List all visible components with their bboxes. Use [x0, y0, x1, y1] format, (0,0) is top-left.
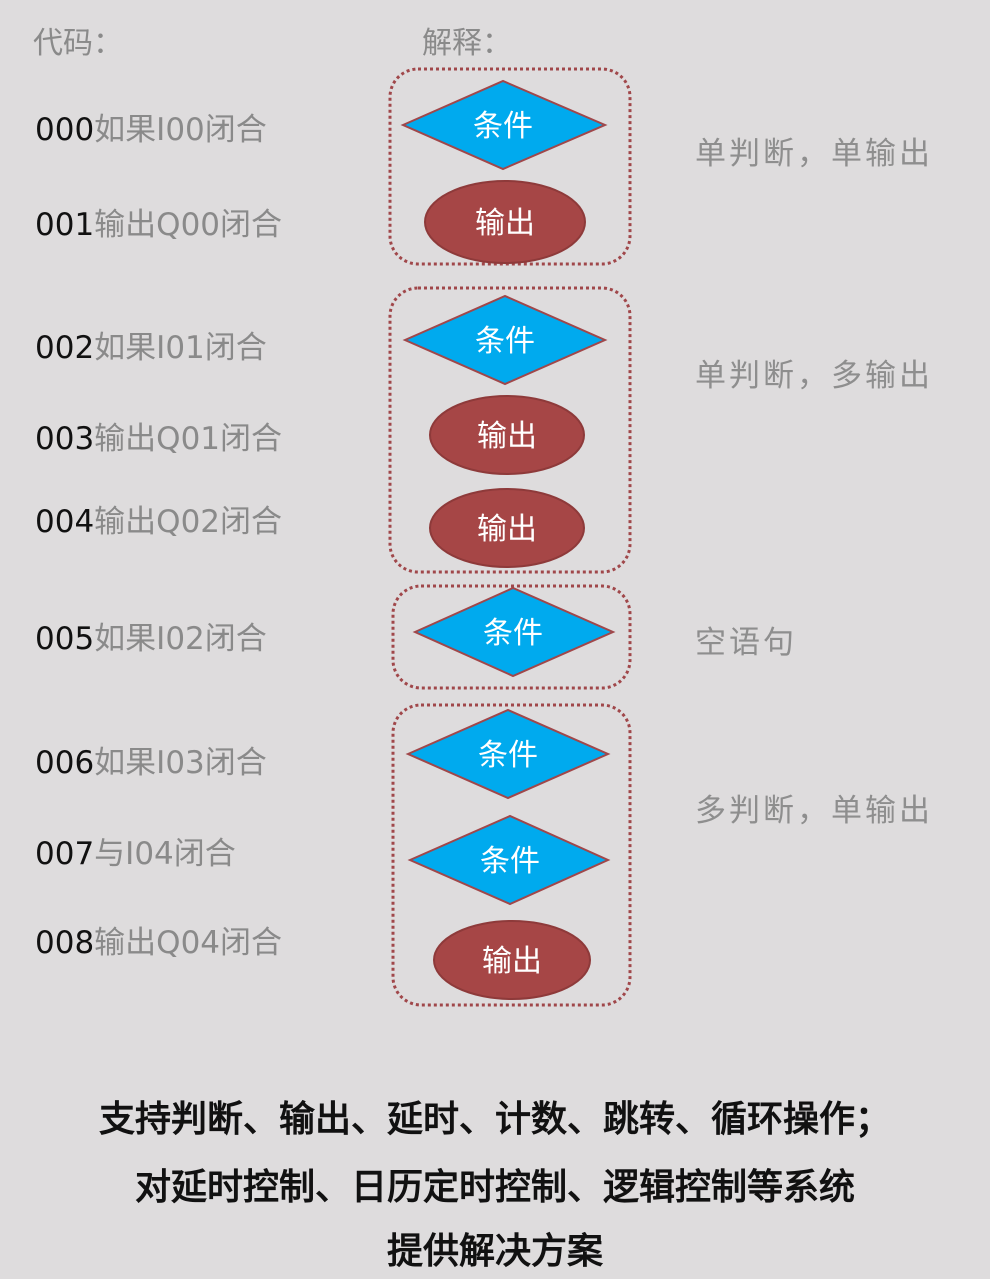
code-header: 代码： — [33, 26, 123, 61]
code-line: 000如果I00闭合 — [35, 104, 267, 149]
code-line: 006如果I03闭合 — [35, 737, 267, 782]
line-text: 输出Q01闭合 — [94, 421, 283, 457]
output-label: 输出 — [482, 944, 542, 979]
line-number: 003 — [35, 421, 95, 457]
explanation-note: 多判断，单输出 — [695, 793, 933, 829]
footer-line-2: 对延时控制、日历定时控制、逻辑控制等系统 — [134, 1167, 855, 1208]
line-number: 002 — [35, 330, 95, 366]
explanation-note: 单判断，多输出 — [695, 358, 933, 394]
code-line: 002如果I01闭合 — [35, 322, 267, 367]
code-line: 004输出Q02闭合 — [35, 496, 282, 541]
condition-diamond — [407, 814, 611, 906]
line-text: 与I04闭合 — [94, 836, 236, 872]
output-ellipse — [429, 488, 585, 568]
code-line: 005如果I02闭合 — [35, 613, 267, 658]
line-number: 008 — [35, 925, 95, 961]
condition-diamond — [412, 586, 616, 678]
output-ellipse — [424, 180, 586, 264]
condition-label: 条件 — [478, 738, 538, 773]
footer-line-1: 支持判断、输出、延时、计数、跳转、循环操作； — [98, 1099, 891, 1140]
code-line: 007与I04闭合 — [35, 828, 236, 873]
line-text: 如果I01闭合 — [94, 330, 267, 366]
line-text: 如果I00闭合 — [94, 112, 267, 148]
line-text: 如果I03闭合 — [94, 745, 267, 781]
line-text: 输出Q00闭合 — [94, 207, 283, 243]
condition-label: 条件 — [483, 616, 543, 651]
output-ellipse — [429, 395, 585, 475]
condition-label: 条件 — [473, 109, 533, 144]
condition-diamond — [405, 708, 611, 800]
output-label: 输出 — [475, 206, 535, 241]
line-number: 006 — [35, 745, 95, 781]
line-number: 000 — [35, 112, 95, 148]
line-text: 如果I02闭合 — [94, 621, 267, 657]
condition-diamond — [402, 294, 608, 386]
explain-header: 解释： — [422, 26, 512, 61]
explanation-note: 单判断，单输出 — [695, 136, 933, 172]
condition-label: 条件 — [480, 844, 540, 879]
line-number: 005 — [35, 621, 95, 657]
group-box — [391, 584, 632, 690]
condition-label: 条件 — [475, 324, 535, 359]
group-box — [388, 286, 632, 574]
line-number: 004 — [35, 504, 95, 540]
condition-diamond — [400, 79, 608, 171]
output-label: 输出 — [477, 512, 537, 547]
output-label: 输出 — [477, 419, 537, 454]
footer-line-3: 提供解决方案 — [386, 1231, 603, 1272]
line-text: 输出Q02闭合 — [94, 504, 283, 540]
line-number: 007 — [35, 836, 95, 872]
code-line: 003输出Q01闭合 — [35, 413, 282, 458]
line-text: 输出Q04闭合 — [94, 925, 283, 961]
group-box — [388, 67, 632, 266]
explanation-note: 空语句 — [695, 625, 797, 661]
code-line: 008输出Q04闭合 — [35, 917, 282, 962]
line-number: 001 — [35, 207, 95, 243]
code-line: 001输出Q00闭合 — [35, 199, 282, 244]
group-box — [391, 703, 632, 1007]
output-ellipse — [433, 920, 591, 1000]
